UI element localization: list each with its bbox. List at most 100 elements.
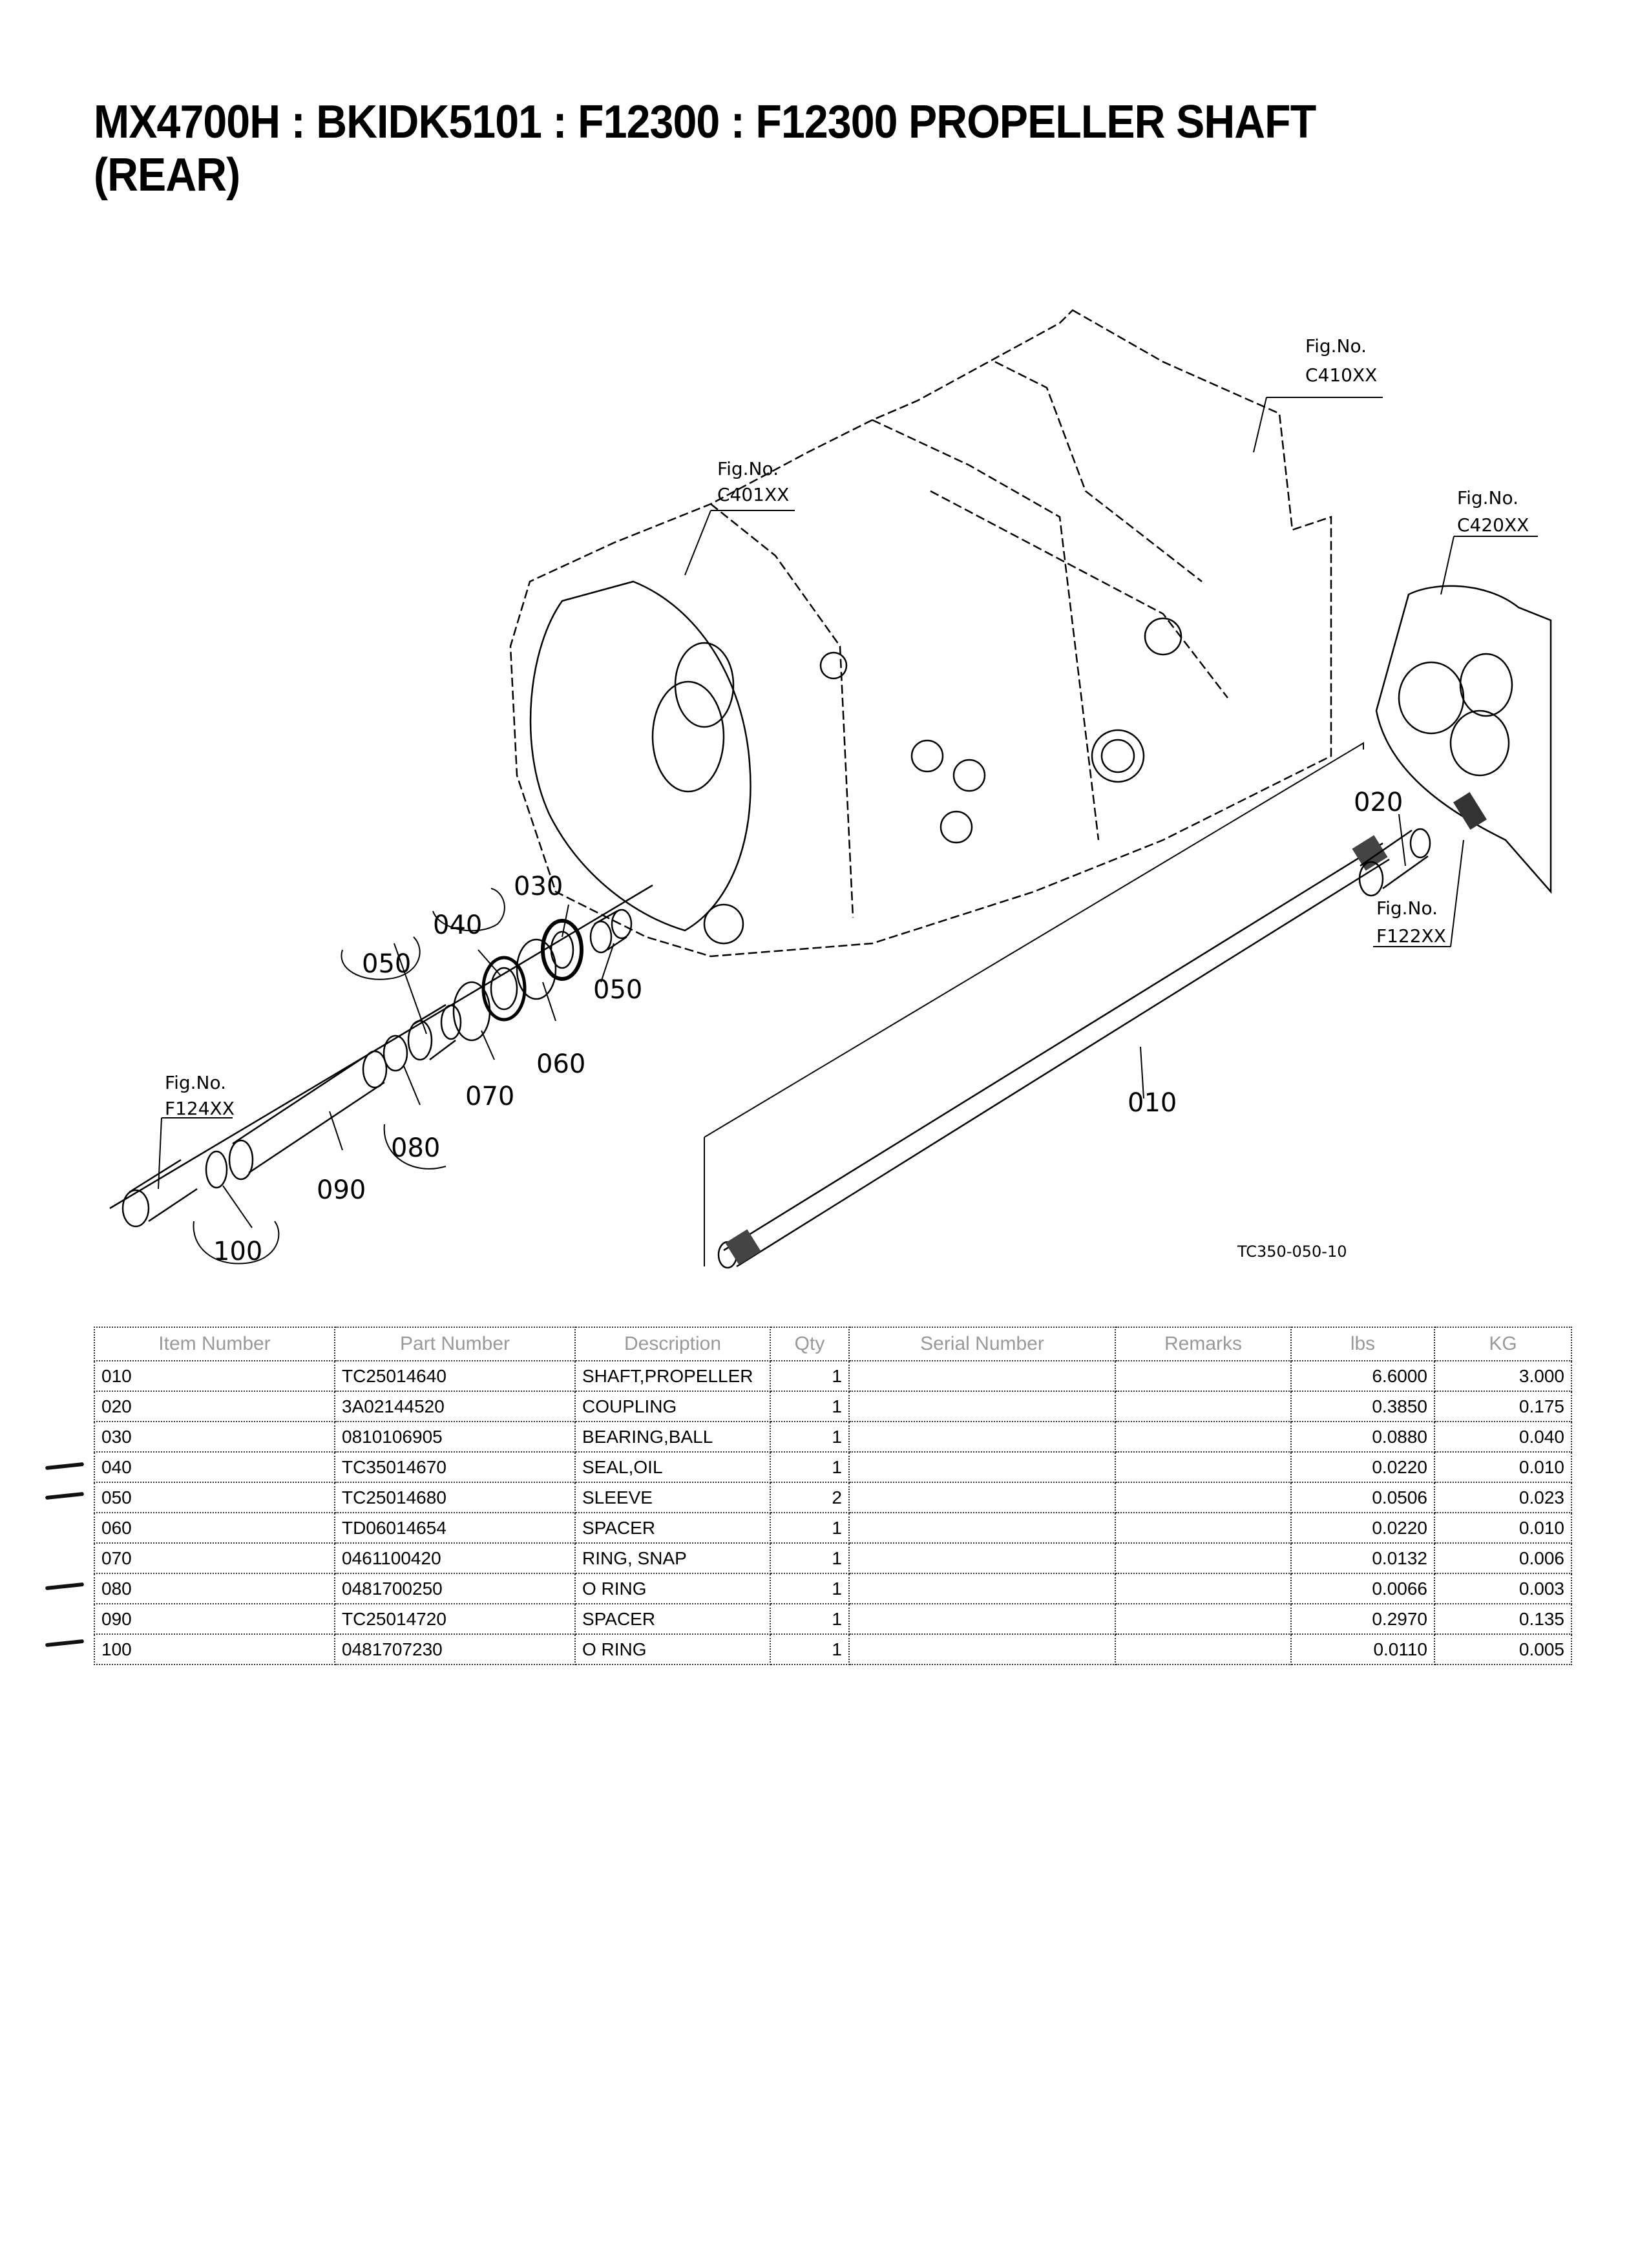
cell-kg: 0.005 bbox=[1434, 1633, 1572, 1665]
cell-description: O RING bbox=[574, 1633, 771, 1665]
coupling bbox=[1358, 792, 1487, 897]
svg-text:Fig.No.: Fig.No. bbox=[165, 1072, 226, 1093]
margin-mark-050 bbox=[45, 1491, 85, 1500]
header-description: Description bbox=[574, 1327, 771, 1361]
bell-housing bbox=[529, 580, 1182, 945]
cell-item-number: 060 bbox=[94, 1512, 335, 1544]
cell-remarks bbox=[1115, 1360, 1292, 1392]
cell-remarks bbox=[1115, 1421, 1292, 1453]
cell-part-number: 0810106905 bbox=[334, 1421, 576, 1453]
cell-kg: 0.003 bbox=[1434, 1573, 1572, 1604]
cell-kg: 0.010 bbox=[1434, 1451, 1572, 1483]
figure-reference-f122: Fig.No. F122XX bbox=[1376, 898, 1446, 947]
cell-description: SPACER bbox=[574, 1512, 771, 1544]
cell-serial-number bbox=[848, 1512, 1116, 1544]
cell-item-number: 090 bbox=[94, 1603, 335, 1635]
cell-description: SHAFT,PROPELLER bbox=[574, 1360, 771, 1392]
callout-080: 080 bbox=[391, 1133, 440, 1163]
cell-qty: 1 bbox=[770, 1421, 850, 1453]
svg-text:Fig.No.: Fig.No. bbox=[1457, 487, 1518, 509]
cell-serial-number bbox=[848, 1360, 1116, 1392]
table-row: 090 TC25014720 SPACER 1 0.2970 0.135 bbox=[94, 1603, 1572, 1635]
callout-070: 070 bbox=[465, 1082, 514, 1111]
callout-090: 090 bbox=[317, 1175, 366, 1205]
cell-serial-number bbox=[848, 1573, 1116, 1604]
table-row: 020 3A02144520 COUPLING 1 0.3850 0.175 bbox=[94, 1391, 1572, 1422]
cell-serial-number bbox=[848, 1421, 1116, 1453]
svg-text:Fig.No.: Fig.No. bbox=[717, 458, 779, 479]
shaft-frame bbox=[704, 742, 1364, 1266]
table-row: 040 TC35014670 SEAL,OIL 1 0.0220 0.010 bbox=[94, 1451, 1572, 1483]
cell-description: SPACER bbox=[574, 1603, 771, 1635]
cell-item-number: 070 bbox=[94, 1542, 335, 1574]
exploded-parts-diagram: Fig.No. C410XX Fig.No. C401XX Fig.No. C4… bbox=[0, 258, 1649, 1292]
header-lbs: lbs bbox=[1290, 1327, 1435, 1361]
cell-remarks bbox=[1115, 1512, 1292, 1544]
cell-item-number: 030 bbox=[94, 1421, 335, 1453]
header-serial-number: Serial Number bbox=[848, 1327, 1116, 1361]
cell-kg: 0.175 bbox=[1434, 1391, 1572, 1422]
cell-serial-number bbox=[848, 1633, 1116, 1665]
handwritten-circles bbox=[193, 888, 505, 1265]
cell-serial-number bbox=[848, 1542, 1116, 1574]
cell-description: SLEEVE bbox=[574, 1482, 771, 1513]
cell-description: O RING bbox=[574, 1573, 771, 1604]
cell-remarks bbox=[1115, 1542, 1292, 1574]
cell-serial-number bbox=[848, 1451, 1116, 1483]
cell-description: BEARING,BALL bbox=[574, 1421, 771, 1453]
cell-lbs: 0.0220 bbox=[1290, 1451, 1435, 1483]
callout-040: 040 bbox=[433, 910, 482, 940]
cell-serial-number bbox=[848, 1391, 1116, 1422]
cell-qty: 1 bbox=[770, 1391, 850, 1422]
table-row: 060 TD06014654 SPACER 1 0.0220 0.010 bbox=[94, 1512, 1572, 1544]
drawing-id: TC350-050-10 bbox=[1237, 1243, 1347, 1261]
page-title: MX4700H : BKIDK5101 : F12300 : F12300 PR… bbox=[94, 96, 1316, 201]
cell-lbs: 0.3850 bbox=[1290, 1391, 1435, 1422]
cell-qty: 2 bbox=[770, 1482, 850, 1513]
cell-lbs: 0.2970 bbox=[1290, 1603, 1435, 1635]
svg-text:C420XX: C420XX bbox=[1457, 514, 1529, 536]
cell-qty: 1 bbox=[770, 1542, 850, 1574]
callout-030: 030 bbox=[514, 872, 563, 901]
cell-part-number: 0481707230 bbox=[334, 1633, 576, 1665]
header-qty: Qty bbox=[770, 1327, 850, 1361]
figure-reference-c420: Fig.No. C420XX bbox=[1457, 487, 1529, 536]
propeller-shaft bbox=[717, 835, 1390, 1269]
svg-text:F122XX: F122XX bbox=[1376, 925, 1446, 947]
cell-remarks bbox=[1115, 1451, 1292, 1483]
cell-part-number: TC25014680 bbox=[334, 1482, 576, 1513]
cell-item-number: 040 bbox=[94, 1451, 335, 1483]
table-header-row: Item Number Part Number Description Qty … bbox=[94, 1327, 1572, 1361]
svg-text:C401XX: C401XX bbox=[717, 484, 789, 505]
cell-remarks bbox=[1115, 1573, 1292, 1604]
cell-lbs: 0.0110 bbox=[1290, 1633, 1435, 1665]
margin-mark-100 bbox=[45, 1639, 85, 1648]
table-row: 070 0461100420 RING, SNAP 1 0.0132 0.006 bbox=[94, 1542, 1572, 1574]
cell-qty: 1 bbox=[770, 1512, 850, 1544]
cell-lbs: 0.0132 bbox=[1290, 1542, 1435, 1574]
figure-reference-c401: Fig.No. C401XX bbox=[717, 458, 789, 505]
callout-060: 060 bbox=[536, 1049, 585, 1079]
cell-kg: 0.010 bbox=[1434, 1512, 1572, 1544]
cell-remarks bbox=[1115, 1482, 1292, 1513]
cell-item-number: 100 bbox=[94, 1633, 335, 1665]
svg-text:F124XX: F124XX bbox=[165, 1098, 235, 1119]
cell-kg: 3.000 bbox=[1434, 1360, 1572, 1392]
cell-kg: 0.040 bbox=[1434, 1421, 1572, 1453]
cell-lbs: 0.0066 bbox=[1290, 1573, 1435, 1604]
callout-050-right: 050 bbox=[593, 975, 642, 1005]
leader-lines bbox=[158, 397, 1538, 1228]
cell-lbs: 0.0880 bbox=[1290, 1421, 1435, 1453]
table-row: 100 0481707230 O RING 1 0.0110 0.005 bbox=[94, 1633, 1572, 1665]
figure-reference-f124: Fig.No. F124XX bbox=[165, 1072, 235, 1119]
cell-part-number: TC25014640 bbox=[334, 1360, 576, 1392]
cell-item-number: 050 bbox=[94, 1482, 335, 1513]
header-part-number: Part Number bbox=[334, 1327, 576, 1361]
cell-qty: 1 bbox=[770, 1573, 850, 1604]
svg-text:C410XX: C410XX bbox=[1305, 364, 1377, 386]
cell-kg: 0.023 bbox=[1434, 1482, 1572, 1513]
cell-serial-number bbox=[848, 1603, 1116, 1635]
cell-qty: 1 bbox=[770, 1451, 850, 1483]
cell-part-number: TD06014654 bbox=[334, 1512, 576, 1544]
cell-kg: 0.006 bbox=[1434, 1542, 1572, 1574]
